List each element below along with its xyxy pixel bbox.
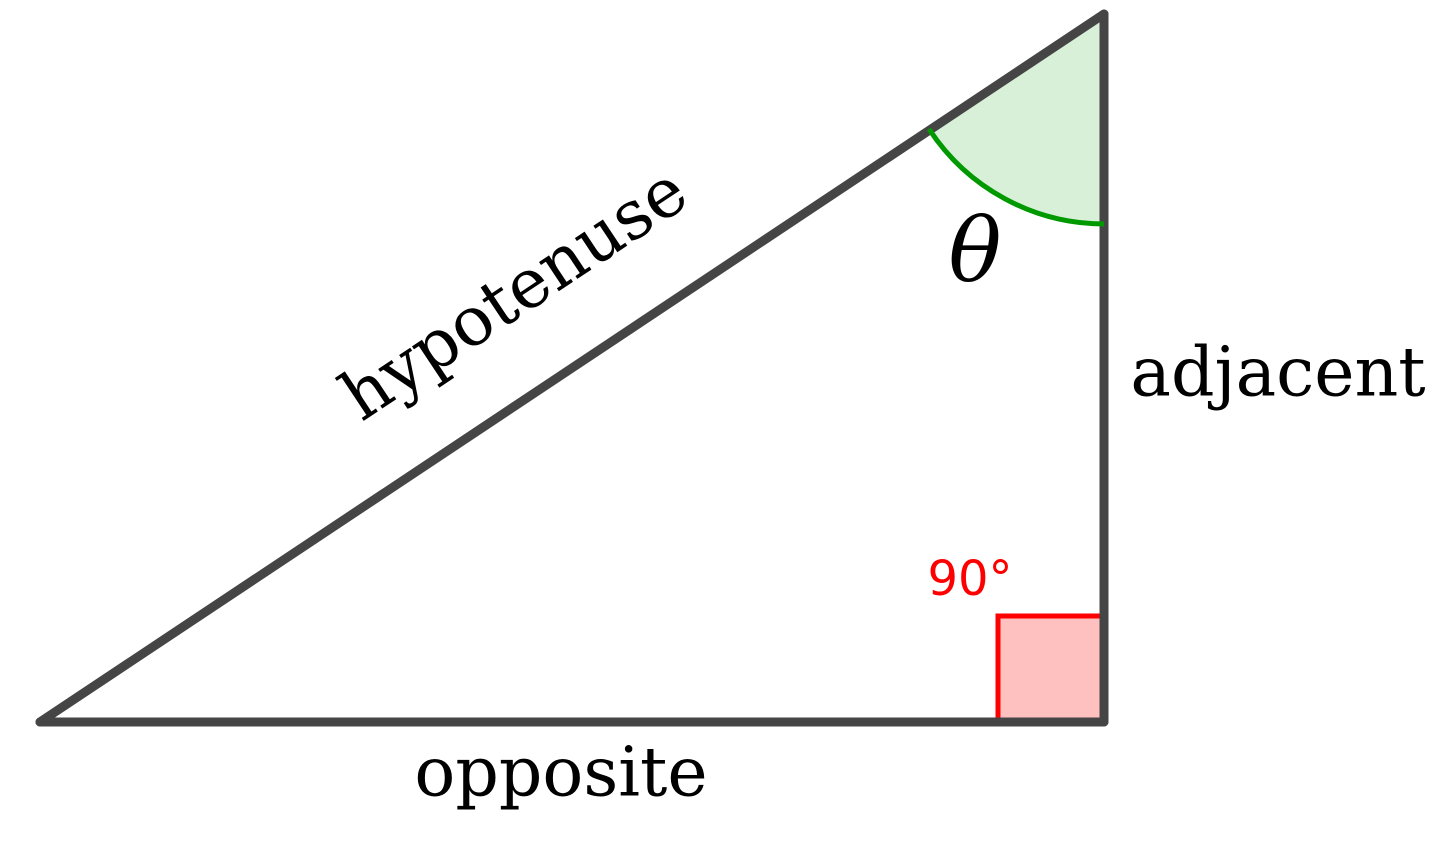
angle-theta-arc	[926, 127, 1105, 227]
hypotenuse-side	[35, 9, 1109, 727]
angle-theta-label: θ	[949, 199, 1002, 302]
opposite-label: opposite	[414, 734, 707, 813]
right-angle-label: 90°	[927, 551, 1012, 607]
hypotenuse-label: hypotenuse	[327, 151, 701, 436]
right-angle-square	[995, 613, 1107, 725]
triangle	[35, 9, 1109, 727]
angle-theta-sector	[929, 14, 1104, 224]
adjacent-label: adjacent	[1130, 334, 1425, 413]
